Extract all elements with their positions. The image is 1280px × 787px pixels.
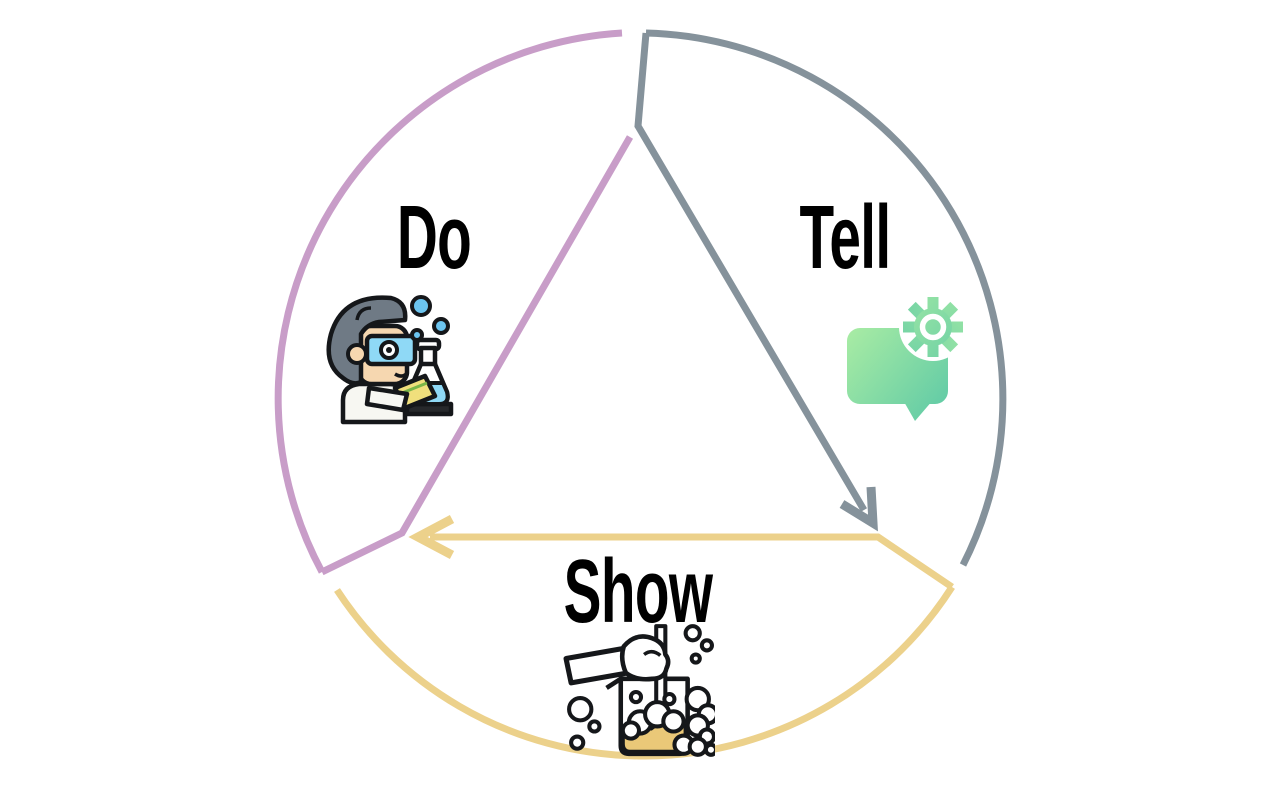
step-label-do: Do [396,188,472,288]
do-arc [274,29,623,574]
book-stripe [401,381,428,395]
speech-bubble-gear-icon [847,296,965,421]
gear-hub [919,313,947,341]
tell-arrowhead-icon [839,486,878,532]
tell-arc [645,29,1007,567]
step-label-tell: Tell [799,188,892,288]
foam-right [672,685,715,757]
tell-segment [634,29,1007,567]
beaker-spout [605,676,622,690]
tell-flow-line [634,32,868,512]
hair-swirl [355,306,372,321]
step-label-show: Show [563,542,713,642]
do-connector-line [320,135,634,576]
foam-inside [620,689,686,741]
blue-bubbles [410,295,450,342]
goggle-pupil [386,347,392,353]
scientist-ear [346,343,368,365]
scientist-flask-icon [326,295,454,425]
bubbles-top-right [683,624,714,665]
fist [619,634,671,682]
scientist-arm [364,385,410,413]
gear [899,296,965,361]
show-flow-line [430,533,954,590]
bubbles-left [567,696,602,751]
scientist-smile [394,370,410,378]
scientist-hair [326,295,408,386]
fist-knuckle [643,649,662,657]
do-segment [274,29,634,576]
show-arrowhead-icon [408,515,455,559]
pouring-beaker-icon [563,624,715,757]
